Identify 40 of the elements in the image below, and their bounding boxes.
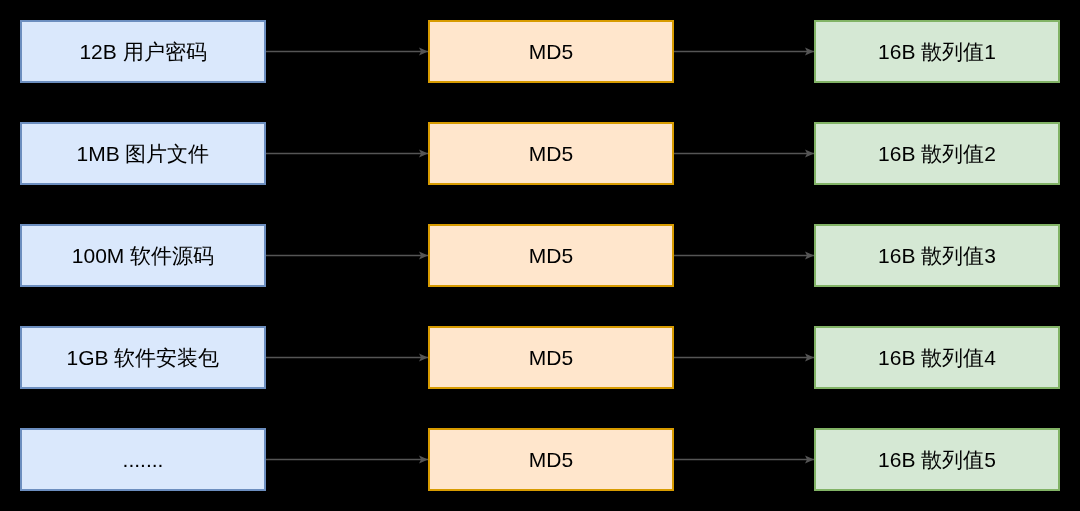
process-box <box>428 122 674 185</box>
arrow <box>265 47 429 56</box>
process-box <box>814 428 1060 491</box>
box-label: MD5 <box>528 141 574 166</box>
process-box <box>814 326 1060 389</box>
arrow <box>673 47 815 56</box>
process-box <box>20 224 266 287</box>
process-box <box>428 428 674 491</box>
process-box <box>20 326 266 389</box>
process-box <box>814 122 1060 185</box>
box-label: 1GB 软件安装包 <box>66 344 220 371</box>
arrow <box>673 149 815 158</box>
arrow <box>265 353 429 362</box>
box-label: 16B 散列值2 <box>878 140 996 167</box>
box-label: 16B 散列值5 <box>878 446 996 473</box>
box-label: 12B 用户密码 <box>79 38 207 65</box>
box-label: 100M 软件源码 <box>71 242 215 269</box>
process-box <box>20 122 266 185</box>
arrow <box>265 455 429 464</box>
arrow <box>673 251 815 260</box>
box-label: MD5 <box>528 345 574 370</box>
box-label: 16B 散列值4 <box>878 344 996 371</box>
arrow <box>673 455 815 464</box>
arrow <box>673 353 815 362</box>
process-box <box>814 224 1060 287</box>
box-label: 1MB 图片文件 <box>76 140 210 167</box>
process-box <box>428 20 674 83</box>
box-label: MD5 <box>528 243 574 268</box>
process-box <box>814 20 1060 83</box>
process-box <box>20 20 266 83</box>
box-label: 16B 散列值3 <box>878 242 996 269</box>
process-box <box>428 326 674 389</box>
arrow <box>265 251 429 260</box>
arrow <box>265 149 429 158</box>
box-label: ....... <box>122 447 164 472</box>
process-box <box>428 224 674 287</box>
box-label: 16B 散列值1 <box>878 38 996 65</box>
box-label: MD5 <box>528 39 574 64</box>
process-box <box>20 428 266 491</box>
box-label: MD5 <box>528 447 574 472</box>
